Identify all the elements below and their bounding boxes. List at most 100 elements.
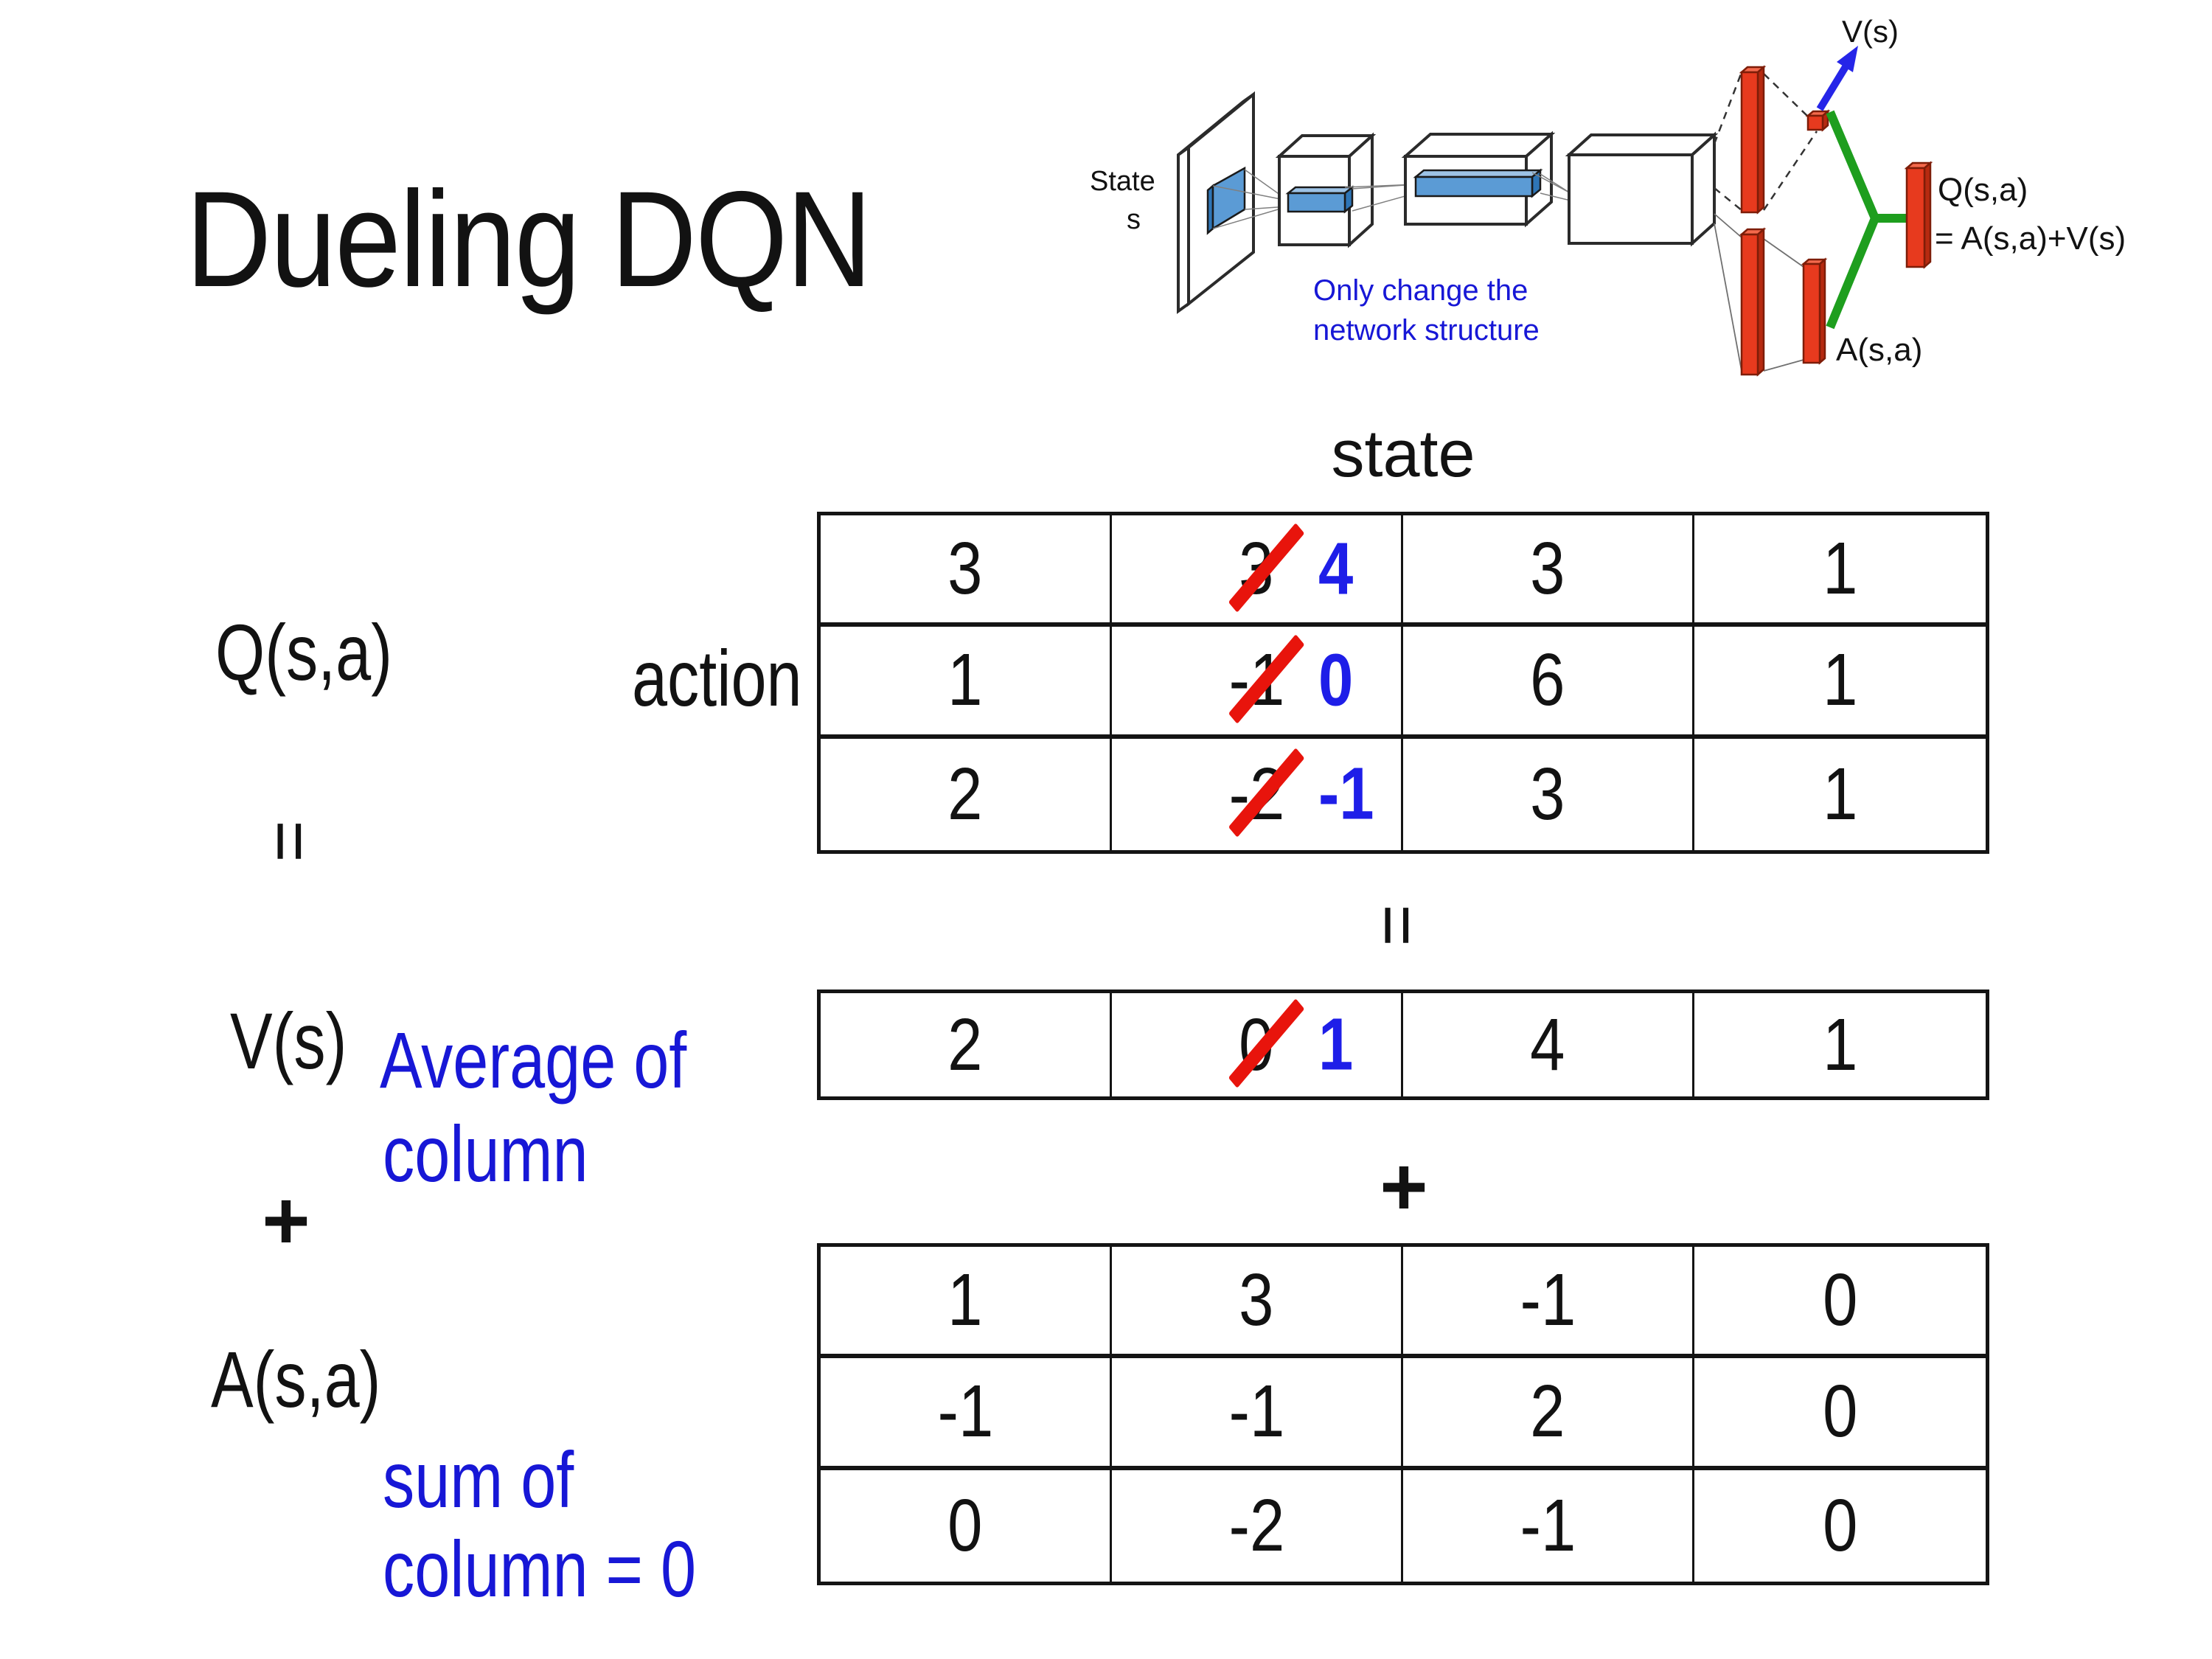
cell-value: 2 bbox=[947, 752, 983, 835]
q-cell-r2c2: -1 0 bbox=[1112, 627, 1403, 739]
diagram-state-label-line1: State bbox=[1090, 166, 1155, 197]
conv-filter-patch bbox=[1206, 166, 1246, 235]
corrected-value: -1 bbox=[1318, 752, 1374, 835]
cell-value: 1 bbox=[947, 1259, 983, 1342]
corrected-value: 1 bbox=[1318, 1003, 1354, 1086]
cell-value: -1 bbox=[937, 1370, 993, 1453]
cell-value: 2 bbox=[1530, 1370, 1565, 1453]
advantage-nodes-bar bbox=[1801, 257, 1828, 365]
diagram-vs-label: V(s) bbox=[1842, 14, 1899, 49]
a-cell-r2c2: -1 bbox=[1112, 1358, 1403, 1470]
equals-sign-center: = bbox=[1357, 904, 1439, 947]
cell-value: 0 bbox=[1822, 1484, 1858, 1567]
struck-value: 3 bbox=[1239, 527, 1274, 611]
solid-connectors bbox=[1714, 213, 1804, 372]
conv-fan-lines-3 bbox=[1531, 172, 1571, 201]
q-cell-r3c2: -2 -1 bbox=[1112, 738, 1403, 850]
q-cell-r2c3: 6 bbox=[1403, 627, 1694, 739]
average-note-line2: column bbox=[383, 1109, 588, 1198]
cell-value: 3 bbox=[1530, 527, 1565, 611]
value-fc-bar bbox=[1739, 65, 1767, 215]
plus-sign-left: + bbox=[262, 1175, 310, 1267]
state-axis-label: state bbox=[1331, 417, 1475, 491]
q-cell-r3c3: 3 bbox=[1403, 738, 1694, 850]
q-cell-r1c4: 1 bbox=[1694, 515, 1986, 627]
diagram-note-line2: network structure bbox=[1313, 314, 1540, 347]
cell-value: 0 bbox=[1822, 1259, 1858, 1342]
a-cell-r3c4: 0 bbox=[1694, 1470, 1986, 1582]
cell-value: 1 bbox=[1822, 1003, 1858, 1086]
struck-value: -2 bbox=[1228, 752, 1284, 835]
cell-value: 0 bbox=[1822, 1370, 1858, 1453]
a-matrix-label: A(s,a) bbox=[211, 1335, 381, 1424]
cell-value: 1 bbox=[1822, 527, 1858, 611]
v-cell-c4: 1 bbox=[1694, 993, 1986, 1096]
v-cell-c2: 0 1 bbox=[1112, 993, 1403, 1096]
cell-value: 2 bbox=[947, 1003, 983, 1086]
cell-value: -1 bbox=[1520, 1484, 1576, 1567]
diagram-asa-label: A(s,a) bbox=[1836, 332, 1922, 368]
q-cell-r1c3: 3 bbox=[1403, 515, 1694, 627]
network-architecture-diagram: V(s) State s Only change the network str… bbox=[1090, 14, 2126, 377]
a-cell-r2c1: -1 bbox=[821, 1358, 1112, 1470]
a-cell-r3c3: -1 bbox=[1403, 1470, 1694, 1582]
v-vector-label: V(s) bbox=[230, 996, 347, 1085]
diagram-note-line1: Only change the bbox=[1313, 274, 1528, 307]
slide-title: Dueling DQN bbox=[186, 164, 872, 316]
advantage-fc-bar bbox=[1739, 227, 1767, 377]
feature-bar-1 bbox=[1285, 185, 1355, 214]
q-cell-r2c1: 1 bbox=[821, 627, 1112, 739]
average-note-line1: Average of bbox=[380, 1015, 687, 1105]
a-cell-r1c4: 0 bbox=[1694, 1247, 1986, 1359]
a-cell-r2c4: 0 bbox=[1694, 1358, 1986, 1470]
fc-red-bars bbox=[1739, 65, 1831, 377]
sum-note-line1: sum of bbox=[383, 1435, 574, 1524]
cell-value: -2 bbox=[1228, 1484, 1284, 1567]
q-cell-r1c2: 3 4 bbox=[1112, 515, 1403, 627]
q-table: 3 3 4 3 1 1 -1 0 6 1 2 -2 -1 3 1 bbox=[817, 512, 1989, 854]
cell-value: 1 bbox=[1822, 639, 1858, 722]
value-output-arrow bbox=[1816, 46, 1858, 111]
aggregator-green-y bbox=[1826, 110, 1910, 330]
cell-value: 3 bbox=[1530, 752, 1565, 835]
cell-value: 1 bbox=[1822, 752, 1858, 835]
cell-value: 6 bbox=[1530, 639, 1565, 722]
corrected-value: 4 bbox=[1318, 527, 1354, 611]
conv-box-3 bbox=[1565, 131, 1719, 247]
q-output-bar bbox=[1904, 161, 1933, 269]
feature-bar-2 bbox=[1413, 168, 1543, 198]
v-cell-c3: 4 bbox=[1403, 993, 1694, 1096]
q-cell-r1c1: 3 bbox=[821, 515, 1112, 627]
q-cell-r3c1: 2 bbox=[821, 738, 1112, 850]
a-cell-r3c2: -2 bbox=[1112, 1470, 1403, 1582]
cell-value: 0 bbox=[947, 1484, 983, 1567]
equals-sign-left: = bbox=[250, 820, 331, 863]
cell-value: 1 bbox=[947, 639, 983, 722]
a-table: 1 3 -1 0 -1 -1 2 0 0 -2 -1 0 bbox=[817, 1243, 1989, 1585]
a-cell-r2c3: 2 bbox=[1403, 1358, 1694, 1470]
cell-value: 3 bbox=[947, 527, 983, 611]
v-cell-c1: 2 bbox=[821, 993, 1112, 1096]
struck-value: 0 bbox=[1239, 1003, 1274, 1086]
diagram-q-output-line2: = A(s,a)+V(s) bbox=[1935, 220, 2126, 257]
plus-sign-center: + bbox=[1380, 1141, 1428, 1233]
cell-value: -1 bbox=[1520, 1259, 1576, 1342]
cell-value: 4 bbox=[1530, 1003, 1565, 1086]
q-matrix-label: Q(s,a) bbox=[215, 608, 393, 697]
cell-value: -1 bbox=[1228, 1370, 1284, 1453]
struck-value: -1 bbox=[1228, 639, 1284, 722]
a-cell-r1c2: 3 bbox=[1112, 1247, 1403, 1359]
q-cell-r3c4: 1 bbox=[1694, 739, 1986, 850]
sum-note-line2: column = 0 bbox=[383, 1524, 697, 1613]
diagram-q-output-line1: Q(s,a) bbox=[1938, 172, 2028, 208]
v-table: 2 0 1 4 1 bbox=[817, 990, 1989, 1100]
a-cell-r1c3: -1 bbox=[1403, 1247, 1694, 1359]
a-cell-r1c1: 1 bbox=[821, 1247, 1112, 1359]
value-node bbox=[1805, 109, 1831, 132]
cell-value: 3 bbox=[1239, 1259, 1274, 1342]
q-cell-r2c4: 1 bbox=[1694, 627, 1986, 739]
corrected-value: 0 bbox=[1318, 639, 1354, 722]
dashed-connectors bbox=[1713, 72, 1818, 211]
diagram-state-label-line2: s bbox=[1127, 204, 1141, 235]
